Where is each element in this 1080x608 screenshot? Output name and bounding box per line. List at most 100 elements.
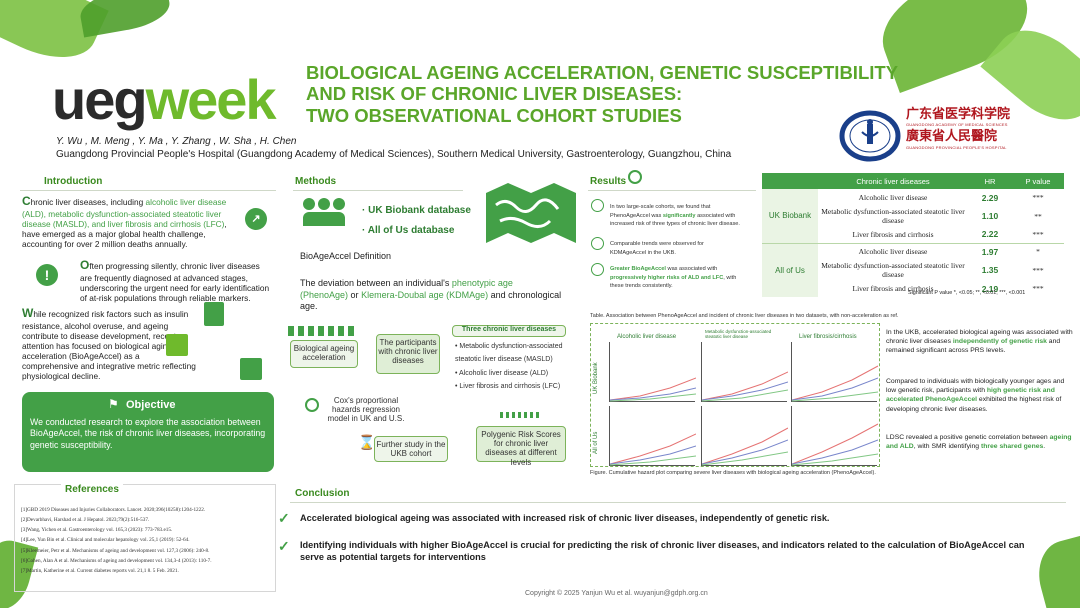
hazard-ratio-table: Chronic liver diseases HR P value UK Bio… xyxy=(762,173,1064,297)
checklist-icon xyxy=(204,302,224,326)
flow-disease-item: • Alcoholic liver disease (ALD) xyxy=(455,369,549,377)
growth-chart-icon: ↗ xyxy=(245,208,267,230)
cohort-all-of-us: All of Us xyxy=(762,242,818,297)
hazard-curves xyxy=(701,371,789,402)
institution-names: 广东省医学科学院 GUANGDONG ACADEMY OF MEDICAL SC… xyxy=(906,107,1011,150)
hazard-curves xyxy=(791,423,879,466)
flag-icon: ⚑ xyxy=(108,397,119,411)
reference-item: [3]Wang, Yichen et al. Gastroenterology … xyxy=(21,527,173,534)
intro-paragraph-2: Often progressing silently, chronic live… xyxy=(80,258,270,303)
reference-item: [7]Martin, Katherine et al. Current diab… xyxy=(21,567,179,574)
reference-item: [1]GBD 2019 Diseases and Injuries Collab… xyxy=(21,507,206,513)
significance-note: Significant P value *, <0.05; **, <0.01;… xyxy=(908,290,1026,296)
plot-column-masld: Metabolic dysfunction-associated steatot… xyxy=(705,329,772,339)
hazard-curves xyxy=(701,427,789,466)
hazard-curves xyxy=(791,365,879,402)
magnifier-icon xyxy=(305,398,319,412)
warning-icon: ! xyxy=(36,264,58,286)
hospital-seal-icon xyxy=(839,110,901,162)
ueg-week-logo: uegweek xyxy=(52,68,277,131)
reference-item: [4]Lee, Yun Bin et al. Clinical and mole… xyxy=(21,537,190,544)
table-caption: Table. Association between PhenoAgeAccel… xyxy=(590,313,899,319)
reference-item: [5]Kleemeier, Petr et al. Mechanisms of … xyxy=(21,547,210,554)
introduction-divider xyxy=(20,190,276,191)
hospital-icon xyxy=(240,358,262,380)
result-text-1: In two large-scale cohorts, we found tha… xyxy=(610,204,740,228)
uk-biobank-label: · UK Biobank database xyxy=(362,205,471,216)
hazard-panel xyxy=(609,342,697,402)
flow-box-cox-model: Cox's proportional hazards regression mo… xyxy=(327,396,405,424)
flow-box-polygenic-risk: Polygenic Risk Scores for chronic liver … xyxy=(476,426,566,467)
cohort-uk-biobank: UK Biobank xyxy=(762,189,818,243)
checkmark-icon: ✓ xyxy=(278,510,290,526)
hazard-curves xyxy=(609,433,697,466)
table-row: Liver fibrosis and cirrhosis 2.22 *** xyxy=(852,229,1044,240)
people-row-icon xyxy=(288,326,358,336)
methods-heading: Methods xyxy=(295,176,337,187)
hazard-panel xyxy=(701,406,789,466)
dna-icon xyxy=(500,412,540,418)
hazard-panel xyxy=(609,406,697,466)
references-list: [1]GBD 2019 Diseases and Injuries Collab… xyxy=(21,505,212,576)
objective-heading: Objective xyxy=(126,399,176,411)
figure-caption: Figure. Cumulative hazard plot comparing… xyxy=(590,470,876,476)
flow-disease-list: • Metabolic dysfunction-associated steat… xyxy=(455,340,585,393)
plot-row-all-of-us: All of Us xyxy=(593,431,599,454)
result-text-2: Comparable trends were observed for KDMA… xyxy=(610,241,704,256)
authors: Y. Wu , M. Meng , Y. Ma , Y. Zhang , W. … xyxy=(56,136,297,147)
table-row: Metabolic dysfunction-associated steatot… xyxy=(821,207,1042,225)
result-text-3: Greater BioAgeAccel was associated with … xyxy=(610,266,737,290)
molecule-icon xyxy=(628,170,642,184)
decorative-leaf-top-left-2 xyxy=(77,0,173,38)
bioage-definition-title: BioAgeAccel Definition xyxy=(300,251,392,261)
all-of-us-label: · All of Us database xyxy=(362,225,455,236)
result-paragraph-ldsc: LDSC revealed a positive genetic correla… xyxy=(886,434,1072,451)
results-heading: Results xyxy=(590,176,627,187)
checkmark-icon: ✓ xyxy=(278,538,290,554)
bioage-definition-text: The deviation between an individual's ph… xyxy=(300,278,562,312)
table-row: UK Biobank Alcoholic liver disease 2.29 … xyxy=(762,189,1064,243)
references-box: References [1]GBD 2019 Diseases and Inju… xyxy=(14,484,276,592)
references-heading: References xyxy=(61,484,123,495)
hazard-curves xyxy=(609,377,697,402)
results-divider xyxy=(588,190,756,191)
plot-column-lfc: Liver fibrosis/cirrhosis xyxy=(799,334,857,340)
flow-box-further-study: Further study in the UKB cohort xyxy=(374,436,448,462)
flow-disease-item: • Liver fibrosis and cirrhosis (LFC) xyxy=(455,382,561,390)
flow-box-participants: The participants with chronic liver dise… xyxy=(376,334,440,374)
copyright-footer: Copyright © 2025 Yanjun Wu et al. wuyanj… xyxy=(525,590,708,597)
introduction-heading: Introduction xyxy=(44,176,103,187)
check-badge-icon xyxy=(591,199,604,212)
intro-paragraph-3: While recognized risk factors such as in… xyxy=(22,306,196,382)
check-badge-icon xyxy=(591,263,604,276)
conclusion-divider xyxy=(290,502,1066,503)
hazard-panel xyxy=(791,342,879,402)
check-badge-icon xyxy=(591,237,604,250)
table-row: All of Us Alcoholic liver disease 1.97 * xyxy=(762,242,1064,297)
hourglass-icon: ⌛ xyxy=(358,434,376,450)
methods-divider xyxy=(293,190,463,191)
plot-column-ald: Alcoholic liver disease xyxy=(617,334,677,340)
objective-text: We conducted research to explore the ass… xyxy=(30,417,266,450)
flow-disease-item: • Metabolic dysfunction-associated steat… xyxy=(455,343,563,364)
conclusion-item-1: Accelerated biological ageing was associ… xyxy=(300,513,830,523)
result-paragraph-genetic-risk: Compared to individuals with biologicall… xyxy=(886,378,1065,413)
reference-item: [6]Cohen, Alan A et al. Mechanisms of ag… xyxy=(21,557,212,564)
cumulative-hazard-figure: Alcoholic liver disease Metabolic dysfun… xyxy=(590,323,880,467)
reference-item: [2]Devarbhavi, Harshad et al. J Hepatol.… xyxy=(21,517,150,524)
plot-row-uk-biobank: UK Biobank xyxy=(593,362,599,394)
intro-paragraph-1: Chronic liver diseases, including alcoho… xyxy=(22,194,227,249)
conclusion-heading: Conclusion xyxy=(295,488,350,499)
bar-chart-icon xyxy=(166,334,188,356)
world-map-icon xyxy=(486,183,576,243)
people-group-icon xyxy=(303,198,347,226)
table-row: Metabolic dysfunction-associated steatot… xyxy=(821,261,1044,279)
flow-box-three-diseases-heading: Three chronic liver diseases xyxy=(452,325,566,337)
objective-box: ⚑ Objective We conducted research to exp… xyxy=(22,392,274,472)
result-paragraph-ukb: In the UKB, accelerated biological agein… xyxy=(886,329,1073,355)
conclusion-item-2: Identifying individuals with higher BioA… xyxy=(300,540,1025,562)
table-row: Liver fibrosis and cirrhosis 2.19 *** xyxy=(852,283,1044,294)
flow-box-biological-ageing: Biological ageing acceleration xyxy=(290,340,358,368)
hazard-panel xyxy=(701,342,789,402)
affiliation: Guangdong Provincial People's Hospital (… xyxy=(56,149,732,160)
